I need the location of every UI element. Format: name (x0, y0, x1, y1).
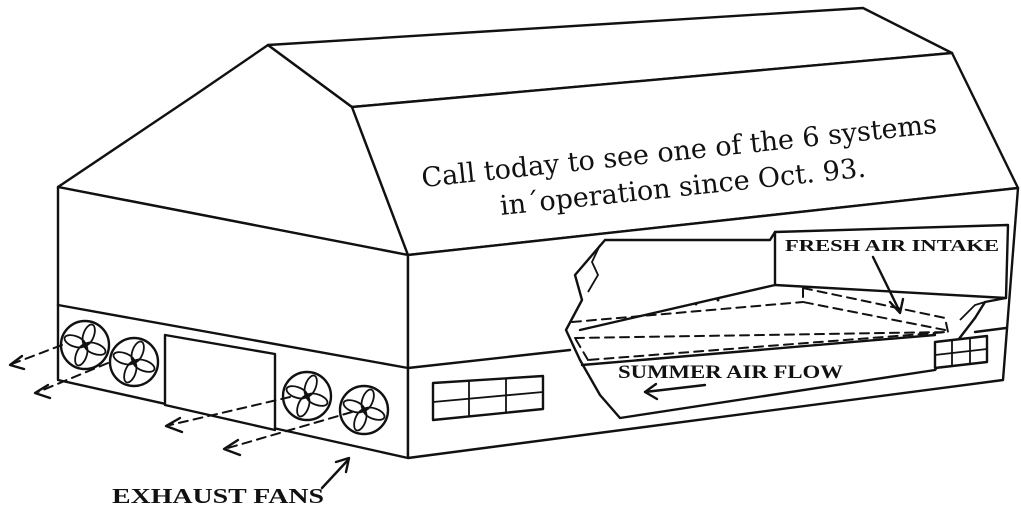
window-icon (935, 336, 987, 368)
exhaust-fan-icon (61, 321, 109, 369)
exhaust-fan-icon (283, 372, 331, 420)
fresh-air-intake-label: FRESH AIR INTAKE (785, 236, 999, 255)
summer-air-flow-label: SUMMER AIR FLOW (618, 362, 843, 383)
exhaust-fan-icon (110, 338, 158, 386)
exhaust-fans-pointer (322, 458, 349, 488)
exhaust-fan-icon (340, 386, 388, 434)
exhaust-fans-label: EXHAUST FANS (112, 484, 324, 508)
